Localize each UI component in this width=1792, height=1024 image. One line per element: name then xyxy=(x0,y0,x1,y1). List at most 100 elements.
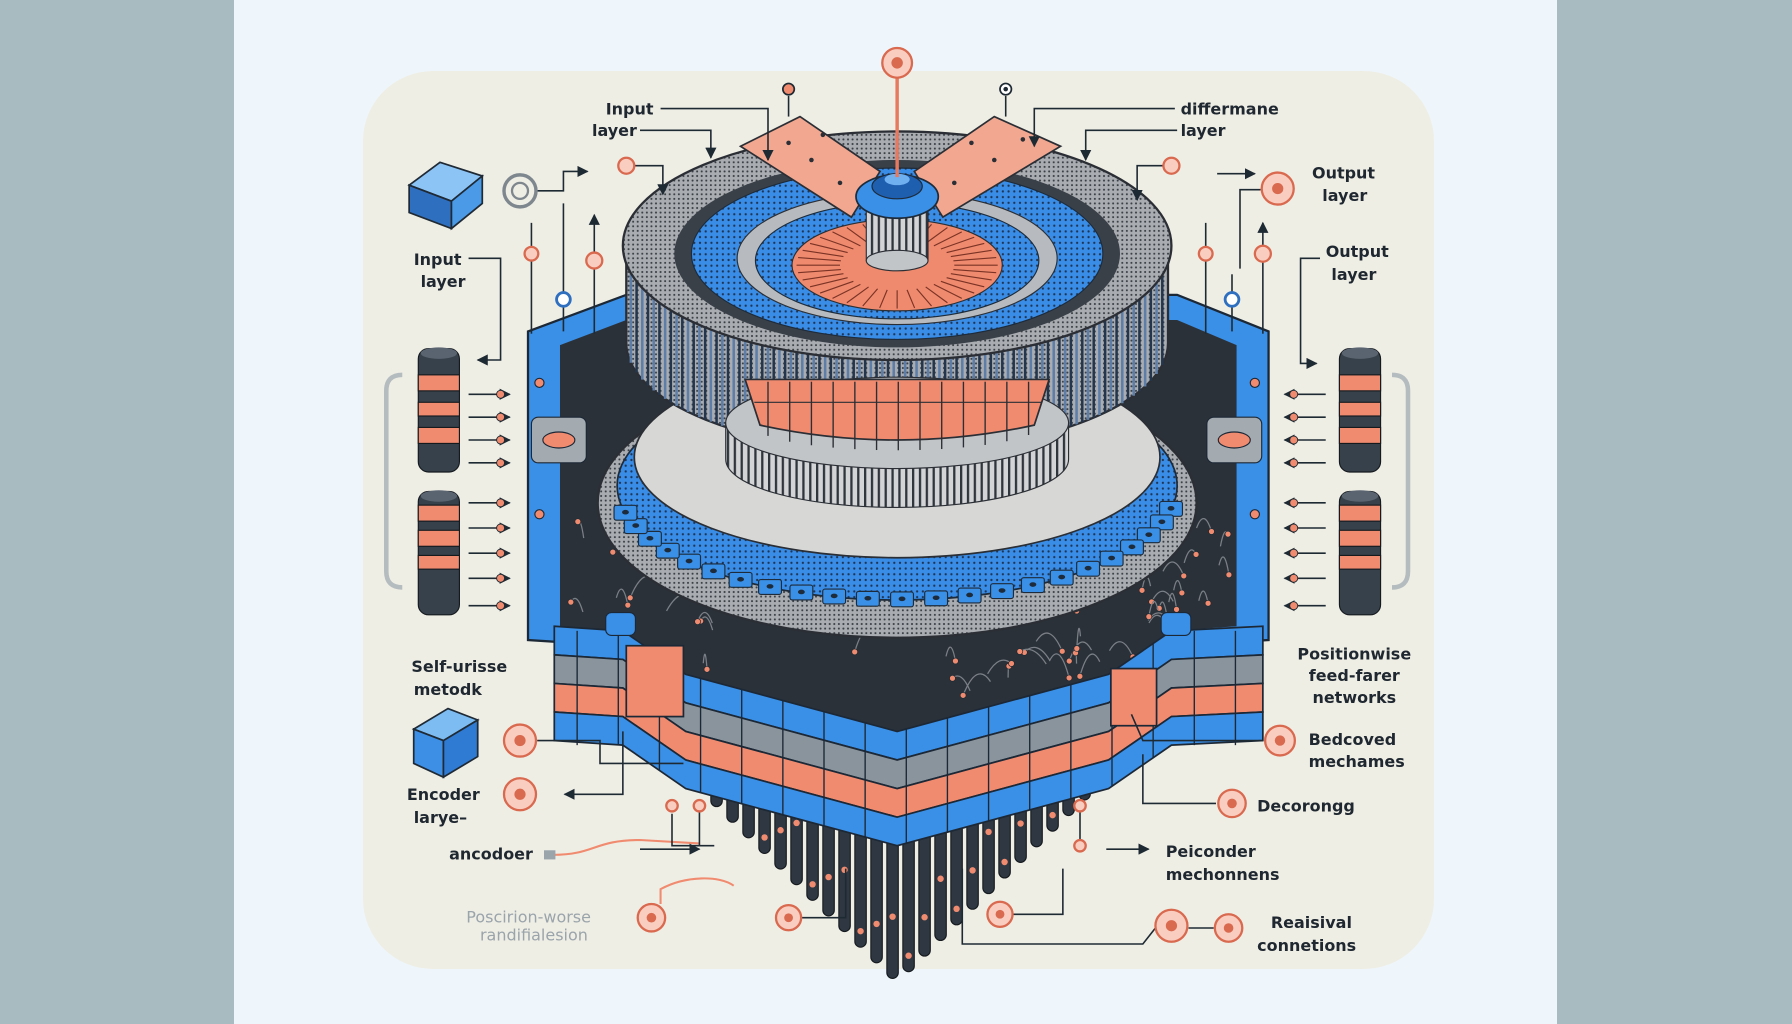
stack-arrow-dot xyxy=(496,523,506,533)
wire xyxy=(962,673,992,696)
stack-band xyxy=(417,374,460,392)
blue-ring-pin xyxy=(555,291,572,308)
ring-tooth-hole xyxy=(664,547,672,553)
orange-core-radials xyxy=(796,221,998,309)
wire-node xyxy=(959,692,967,699)
core-radial xyxy=(802,273,844,281)
orange-segment-band xyxy=(743,378,1051,441)
stack-arrow-dot xyxy=(1289,435,1299,445)
orange-node-core xyxy=(514,788,526,800)
ring-tooth-hole xyxy=(710,568,717,574)
cylinder-stack-icon xyxy=(1338,490,1382,616)
stack-arrow-dot xyxy=(496,412,506,422)
connector xyxy=(801,868,847,919)
core-radial xyxy=(846,286,869,304)
band-block-right xyxy=(1109,667,1158,727)
gray-node-icon xyxy=(502,173,538,209)
stack-band xyxy=(1338,529,1382,547)
label-bedcoved-2: mechames xyxy=(1309,752,1405,771)
label-input-layer-left: Input xyxy=(414,250,462,269)
wire xyxy=(1151,590,1174,603)
cable-node xyxy=(1001,858,1008,866)
wire-node xyxy=(1058,647,1066,655)
orange-node-core xyxy=(1165,920,1178,932)
core-radial xyxy=(819,236,854,250)
label-positionwise-2: feed-farer xyxy=(1309,666,1400,685)
connector xyxy=(1012,868,1064,916)
wire xyxy=(1068,641,1093,662)
orange-node-icon xyxy=(1162,156,1181,175)
core-radial xyxy=(940,280,975,294)
core-radial xyxy=(906,289,916,309)
wire-node xyxy=(703,665,711,673)
connector xyxy=(1131,164,1164,202)
wire-node xyxy=(1178,589,1186,597)
cylinder-stack-icon xyxy=(1338,347,1382,473)
ring-tooth-hole xyxy=(685,558,693,564)
ring-tooth-hole xyxy=(998,588,1006,593)
orange-node-icon xyxy=(1253,244,1272,263)
orange-node-core xyxy=(1272,182,1284,195)
label-encoder-layer-2: larye– xyxy=(414,808,467,827)
label-self-urisse: Self-urisse xyxy=(411,657,507,676)
wire-node xyxy=(1145,613,1153,620)
orange-node-icon xyxy=(523,245,540,262)
core-radial xyxy=(933,283,963,299)
cable-node xyxy=(889,913,896,920)
cylinder-stack-icon xyxy=(417,490,460,616)
wire-node xyxy=(1173,606,1180,613)
label-bedcoved: Bedcoved xyxy=(1309,730,1397,749)
label-output-layer-2-2: layer xyxy=(1331,265,1376,284)
cable-node xyxy=(857,927,864,935)
cable-node xyxy=(905,952,912,959)
wing-dot xyxy=(991,157,997,163)
wire-node xyxy=(624,601,632,609)
orange-node-icon xyxy=(1197,245,1214,262)
wire-node xyxy=(1180,572,1188,580)
orange-node-core xyxy=(646,912,657,923)
core-radial xyxy=(946,242,985,254)
ring-tooth-hole xyxy=(1167,506,1175,511)
wire xyxy=(1035,632,1063,652)
wire-node xyxy=(1008,660,1015,667)
wing-dot xyxy=(809,157,814,163)
cube-icon xyxy=(407,161,485,231)
frame-notch-right-slot xyxy=(1217,431,1251,449)
wire-node xyxy=(1076,672,1084,680)
connector xyxy=(1299,257,1320,370)
ring-tooth-hole xyxy=(966,592,974,598)
orange-node-icon xyxy=(1073,798,1087,813)
connectors xyxy=(468,95,1326,945)
wire-node xyxy=(949,674,956,682)
connector xyxy=(468,257,502,366)
core-radial xyxy=(819,280,854,294)
wire xyxy=(702,653,708,670)
label-reaisival: Reaisival xyxy=(1271,913,1352,932)
antenna-node-core xyxy=(891,57,903,69)
label-input-layer-left-2: layer xyxy=(421,272,466,291)
label-poscirion-2: randifialesion xyxy=(480,926,588,945)
right-bracket xyxy=(1391,372,1411,590)
orange-node-icon xyxy=(585,251,604,270)
core-radial xyxy=(925,286,948,304)
orange-node-icon xyxy=(665,798,679,813)
wire xyxy=(615,588,629,606)
wire xyxy=(1195,518,1213,532)
orange-node-icon xyxy=(692,798,707,813)
connector xyxy=(553,838,700,856)
cable-node xyxy=(937,875,944,882)
wire-node xyxy=(1138,587,1146,594)
wire-node xyxy=(1224,530,1232,538)
wire-node xyxy=(1016,648,1024,655)
orange-node-core xyxy=(995,909,1005,919)
wire-node xyxy=(1204,599,1212,607)
core-radial xyxy=(933,231,963,247)
core-radial xyxy=(953,268,997,274)
core-radial xyxy=(846,227,869,244)
label-differmane-layer-2: layer xyxy=(1181,121,1226,140)
ring-tooth-hole xyxy=(632,523,640,528)
wire xyxy=(1162,561,1185,577)
label-positionwise: Positionwise xyxy=(1297,644,1411,663)
connector xyxy=(1130,713,1263,742)
core-radial xyxy=(916,288,932,307)
